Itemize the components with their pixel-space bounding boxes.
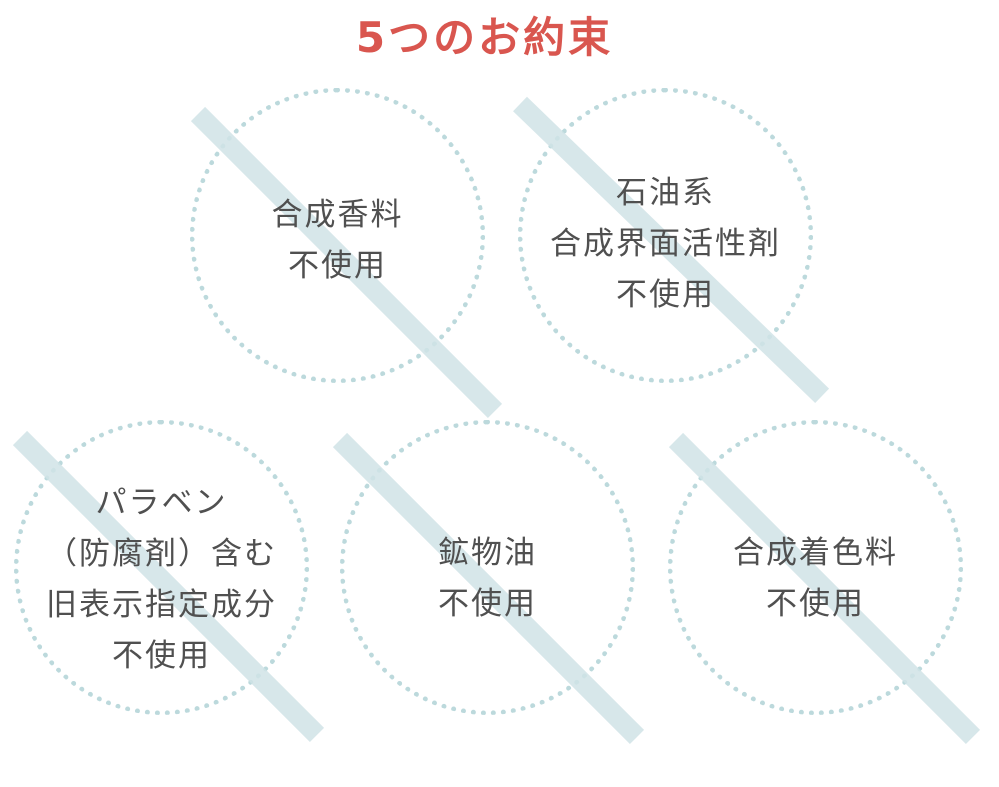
promise-label-fragrance: 合成香料 不使用 [190, 190, 485, 292]
promise-line: 石油系 [616, 175, 715, 211]
promise-line: 不使用 [288, 248, 387, 284]
promise-badge-mineral-oil [340, 420, 635, 715]
promise-label-surfactant: 石油系 合成界面活性剤 不使用 [518, 168, 813, 321]
promise-label-paraben: パラベン （防腐剤）含む 旧表示指定成分 不使用 [14, 478, 309, 682]
promise-line: （防腐剤）含む [46, 536, 277, 572]
promise-line: 合成界面活性剤 [550, 226, 781, 262]
promise-badge-surfactant [518, 88, 813, 383]
promise-label-mineral-oil: 鉱物油 不使用 [340, 528, 635, 630]
promise-line: 不使用 [112, 638, 211, 674]
promise-line: 鉱物油 [438, 535, 537, 571]
promise-line: 旧表示指定成分 [46, 587, 277, 623]
promise-line: 不使用 [616, 277, 715, 313]
promise-badge-colorant [668, 420, 963, 715]
promise-line: パラベン [95, 485, 228, 521]
promise-badge-fragrance [190, 88, 485, 383]
promise-line: 合成着色料 [733, 535, 898, 571]
promise-line: 不使用 [766, 586, 865, 622]
promise-badge-paraben [14, 420, 309, 715]
page-title: 5つのお約束 [355, 13, 614, 62]
promise-label-colorant: 合成着色料 不使用 [668, 528, 963, 630]
promise-line: 不使用 [438, 586, 537, 622]
promise-line: 合成香料 [271, 197, 404, 233]
